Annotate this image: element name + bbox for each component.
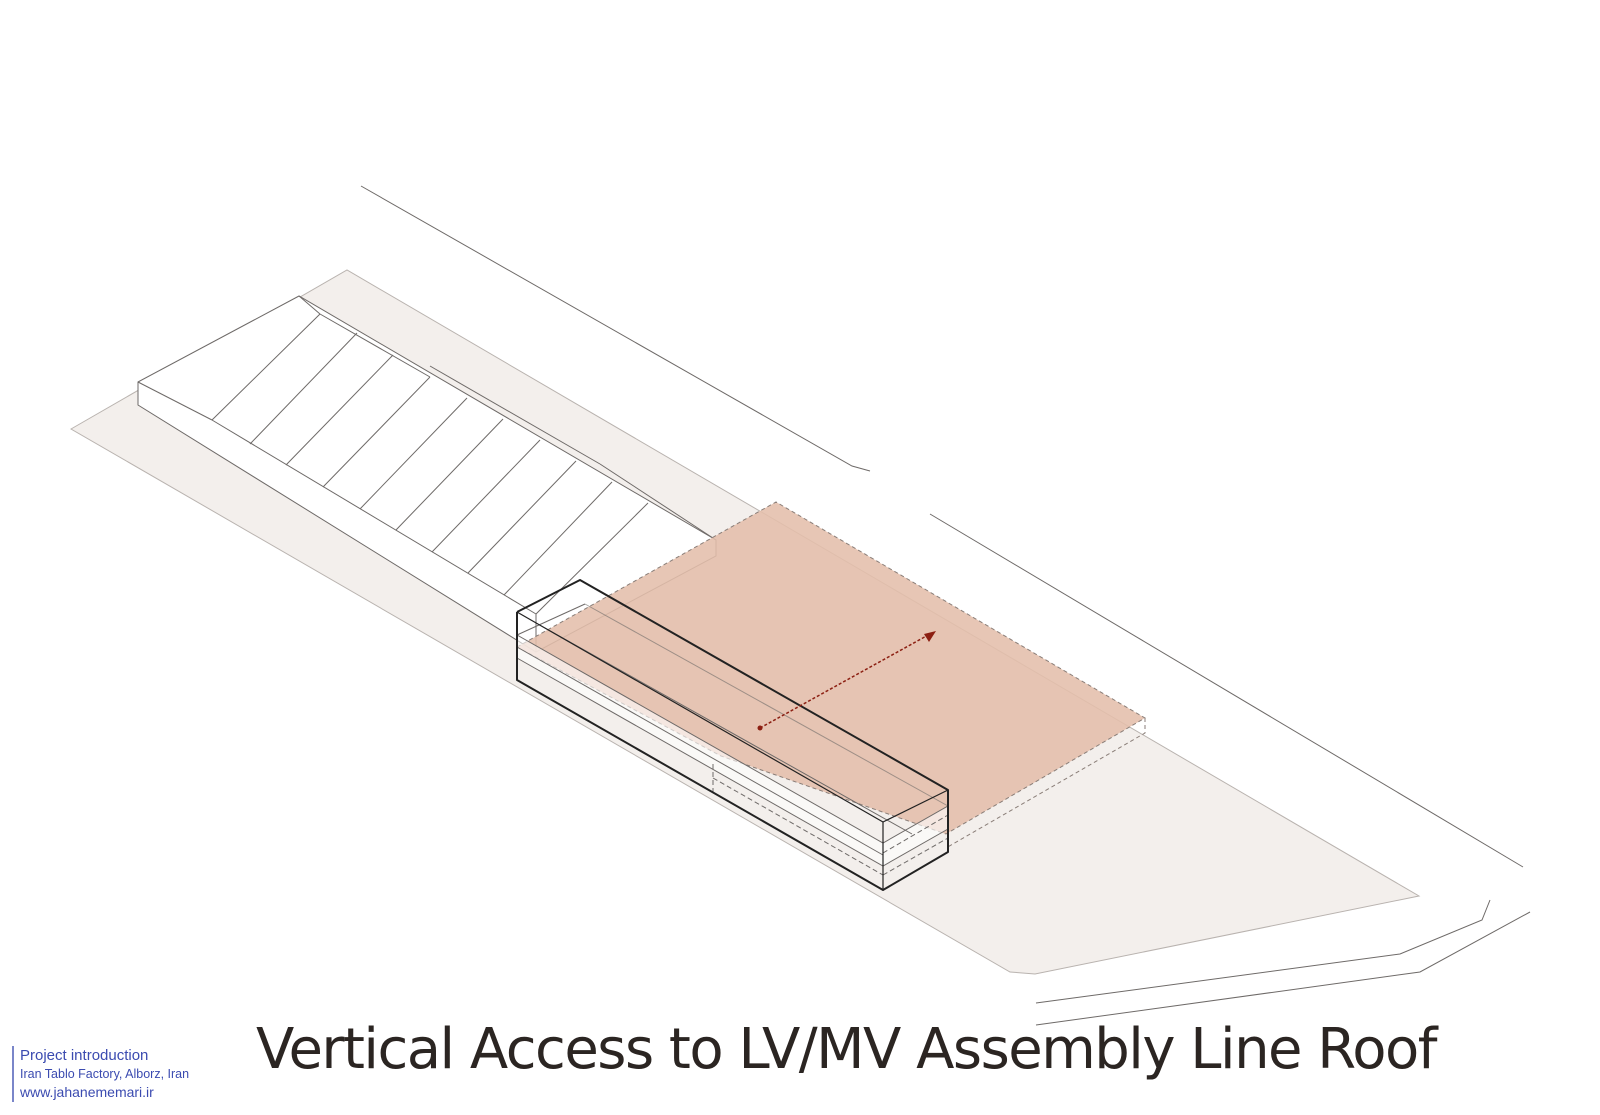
access-block-outline xyxy=(516,579,949,891)
credit-website-link[interactable]: www.jahanememari.ir xyxy=(20,1084,154,1101)
road-curve-outer xyxy=(1035,899,1491,1004)
credits-block: Project introduction Iran Tablo Factory,… xyxy=(12,1046,190,1103)
lv-mv-roof-highlight xyxy=(515,501,1146,835)
access-arrow xyxy=(757,631,936,731)
road-lines xyxy=(360,185,1531,1026)
road-curve-inner xyxy=(1035,911,1531,1026)
road-line-upper xyxy=(360,185,871,472)
vertical-access-block xyxy=(516,579,949,891)
credit-project-introduction: Project introduction xyxy=(20,1047,149,1064)
roof-edge xyxy=(945,718,1146,849)
arrow-head xyxy=(924,631,936,642)
road-line-right xyxy=(929,513,1524,868)
existing-factory-building xyxy=(137,295,717,653)
arrow-origin-dot xyxy=(757,725,763,731)
credit-project-location: Iran Tablo Factory, Alborz, Iran xyxy=(20,1067,190,1082)
diagram-title: Vertical Access to LV/MV Assembly Line R… xyxy=(256,1017,1437,1082)
